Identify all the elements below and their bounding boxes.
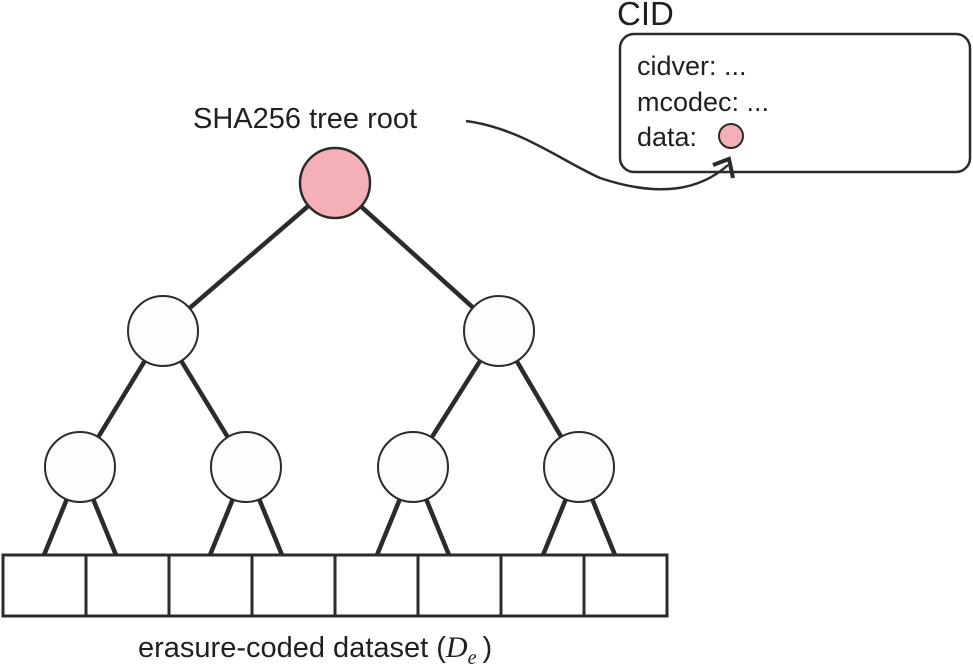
dataset-subscript: e — [468, 647, 477, 667]
cid-field-cidver: cidver: ... — [637, 51, 747, 81]
cid-data-root-dot — [718, 123, 744, 149]
cid-title: CID — [617, 0, 674, 32]
dataset-block — [499, 553, 586, 618]
dataset-block — [333, 553, 420, 618]
leaf-edge — [257, 498, 285, 556]
tree-edge — [359, 204, 475, 310]
tree-edge — [514, 360, 564, 438]
tree-edge — [179, 359, 230, 439]
leaf-edge — [424, 498, 452, 556]
dataset-block — [250, 553, 337, 618]
dataset-block — [84, 553, 171, 618]
leaf-edge — [41, 498, 69, 556]
inner-node — [463, 295, 535, 367]
cid-frame — [618, 32, 972, 174]
leaf-edge — [540, 498, 568, 556]
tree-edge — [188, 204, 310, 310]
dataset-label: erasure-coded dataset (De) — [138, 631, 492, 667]
root-label: SHA256 tree root — [193, 103, 417, 135]
root-node — [298, 146, 372, 220]
cid-box: CID cidver: ... mcodec: ... data: — [617, 0, 972, 174]
arrowhead-icon — [712, 156, 735, 179]
dataset-label-suffix: ) — [482, 632, 492, 664]
inner-node — [127, 295, 199, 367]
leaf-edge — [590, 498, 618, 556]
inner-node — [44, 431, 116, 503]
cid-field-mcodec: mcodec: ... — [637, 87, 769, 117]
dataset-blocks — [1, 553, 669, 618]
leaf-edge — [374, 498, 402, 556]
dataset-block — [582, 553, 669, 618]
dataset-block — [416, 553, 503, 618]
tree-nodes — [44, 146, 615, 503]
dataset-block — [167, 553, 254, 618]
cid-field-data: data: — [637, 122, 697, 152]
leaf-edge — [91, 498, 119, 556]
inner-node — [543, 431, 615, 503]
root-to-cid-arrow — [465, 119, 729, 191]
dataset-symbol: D — [445, 631, 468, 664]
dataset-block — [1, 553, 88, 618]
inner-node — [377, 431, 449, 503]
tree-edges — [41, 204, 618, 556]
tree-edge — [429, 359, 483, 439]
inner-node — [210, 431, 282, 503]
dataset-label-prefix: erasure-coded dataset ( — [138, 632, 446, 664]
tree-edge — [96, 359, 147, 439]
leaf-edge — [207, 498, 235, 556]
